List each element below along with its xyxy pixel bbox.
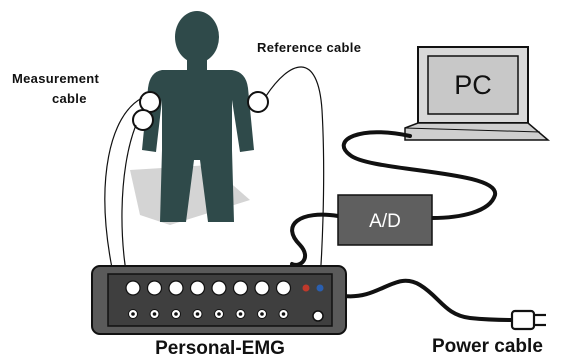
top-socket [189, 280, 206, 296]
human-figure [130, 11, 254, 225]
measurement-cable-label-line2: cable [52, 91, 87, 106]
ad-label: A/D [369, 211, 401, 232]
figure-neck [187, 58, 207, 70]
top-socket [168, 280, 184, 296]
device-label: Personal-EMG [155, 338, 285, 356]
device-bottom-sockets [128, 309, 289, 319]
bottom-socket-pin [217, 312, 221, 316]
reference-cable-label: Reference cable [257, 40, 361, 55]
pc-laptop [404, 46, 551, 141]
bottom-socket-pin [174, 312, 178, 316]
bottom-socket-pin [238, 312, 243, 316]
laptop-screen [427, 55, 519, 115]
bottom-socket-pin [131, 312, 135, 316]
bottom-socket-pin [195, 312, 200, 316]
ad-to-device-cable [290, 212, 340, 267]
top-socket [146, 280, 163, 296]
figure-torso [142, 70, 254, 222]
reference-electrode [247, 91, 269, 113]
top-socket [275, 280, 292, 296]
power-plug-icon [510, 309, 546, 331]
power-cable-wire [342, 278, 514, 322]
measurement-cable-label-line1: Measurement [12, 71, 99, 86]
ad-converter-box [337, 194, 433, 246]
bottom-socket-pin [281, 312, 286, 316]
figure-head [175, 11, 219, 63]
measurement-electrode-2 [132, 109, 154, 131]
reference-socket [312, 310, 324, 322]
device-top-sockets [125, 280, 292, 296]
indicator-blue [316, 284, 324, 292]
top-socket [232, 280, 249, 296]
indicator-red [302, 284, 310, 292]
pc-to-ad-cable [341, 130, 497, 220]
emg-device [91, 265, 347, 335]
top-socket [125, 280, 141, 296]
bottom-socket-pin [260, 312, 264, 316]
top-socket [211, 280, 227, 296]
measurement-cable-1 [104, 97, 143, 293]
bottom-socket-pin [152, 312, 157, 316]
laptop-base-line [404, 127, 541, 133]
top-socket [254, 280, 270, 296]
pc-label: PC [454, 70, 492, 100]
reference-cable-wire [265, 66, 325, 311]
power-cable-label: Power cable [432, 336, 543, 356]
